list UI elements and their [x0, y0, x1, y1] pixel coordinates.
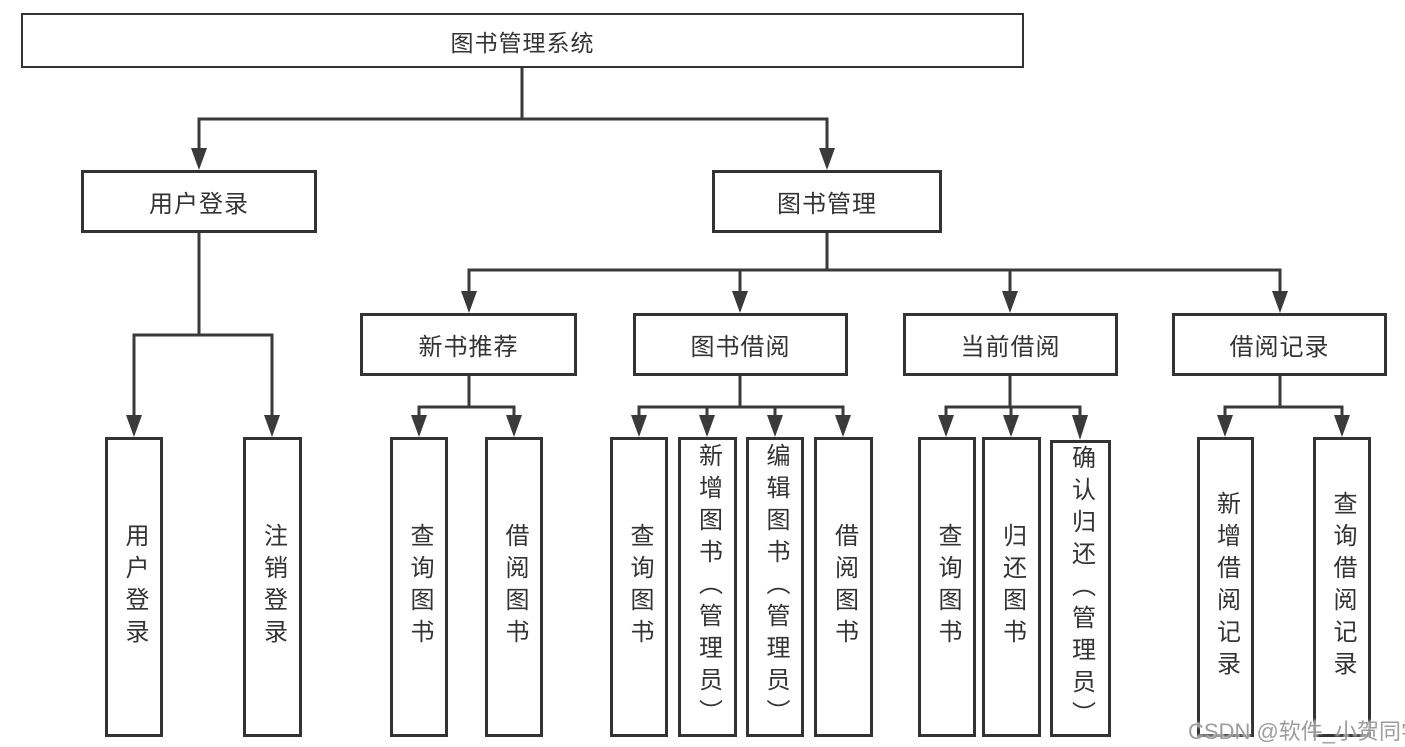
node-current-borrowing: 当前借阅: [903, 313, 1118, 376]
node-library-system: 图书管理系统: [21, 13, 1024, 68]
leaf-add-books-admin: 新增图书（管理员）: [678, 437, 737, 737]
node-label: 借阅图书: [501, 523, 528, 651]
leaf-user-login: 用户登录: [105, 437, 163, 737]
node-label: 新增借阅记录: [1212, 491, 1240, 683]
node-label: 当前借阅: [960, 334, 1061, 361]
node-label: 用户登录: [149, 191, 249, 218]
leaf-borrow-books-borrowing: 借阅图书: [814, 437, 873, 737]
leaf-query-books-current: 查询图书: [918, 437, 976, 737]
node-borrowing-records: 借阅记录: [1172, 313, 1387, 376]
tree-edges: [132, 68, 1344, 417]
node-user-login: 用户登录: [81, 170, 317, 233]
node-label: 归还图书: [998, 523, 1026, 651]
leaf-query-borrow-record: 查询借阅记录: [1313, 437, 1371, 737]
node-label: 查询图书: [626, 523, 653, 651]
csdn-watermark: CSDN @软件_小贺同学: [1188, 719, 1405, 744]
leaf-borrow-books-recommend: 借阅图书: [485, 437, 543, 737]
leaf-confirm-return-admin: 确认归还（管理员）: [1050, 440, 1111, 737]
node-label: 编辑图书（管理员）: [762, 443, 789, 731]
leaf-query-books-recommend: 查询图书: [390, 437, 448, 737]
node-label: 新增图书（管理员）: [694, 443, 722, 731]
node-new-book-recommend: 新书推荐: [360, 313, 577, 376]
node-label: 新书推荐: [418, 334, 519, 361]
node-label: 查询图书: [406, 523, 433, 651]
node-label: 图书借阅: [690, 334, 791, 361]
leaf-add-borrow-record: 新增借阅记录: [1197, 437, 1254, 737]
node-label: 查询借阅记录: [1329, 491, 1356, 683]
leaf-query-books-borrowing: 查询图书: [610, 437, 668, 737]
node-label: 借阅记录: [1229, 334, 1330, 361]
arrowheads: [126, 148, 1350, 440]
node-label: 图书管理: [777, 191, 877, 218]
node-label: 查询图书: [934, 523, 961, 651]
leaf-edit-books-admin: 编辑图书（管理员）: [746, 437, 804, 737]
node-label: 用户登录: [121, 523, 148, 651]
node-book-borrowing: 图书借阅: [633, 313, 848, 376]
node-label: 确认归还（管理员）: [1067, 444, 1095, 733]
node-label: 借阅图书: [830, 523, 858, 651]
leaf-logout-login: 注销登录: [243, 437, 302, 737]
leaf-return-books: 归还图书: [982, 437, 1041, 737]
node-book-management: 图书管理: [712, 170, 942, 233]
node-label: 注销登录: [259, 523, 287, 651]
node-label: 图书管理系统: [450, 29, 595, 56]
